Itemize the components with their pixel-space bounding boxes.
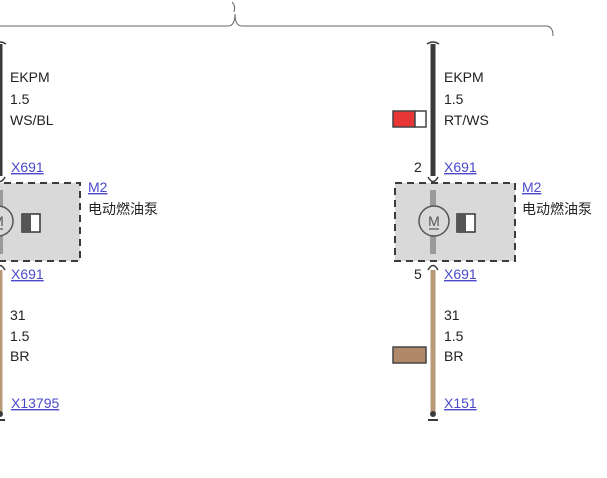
right-ground-link[interactable]: X151 <box>444 395 477 411</box>
left-wire-break-top <box>0 41 7 45</box>
right-wire-color-swatch <box>392 110 427 128</box>
right-bottom-wire-color: BR <box>444 348 463 364</box>
left-bottom-wire-color: BR <box>10 348 29 364</box>
left-ground-terminal-icon <box>0 411 5 421</box>
right-component-id-link[interactable]: M2 <box>522 179 542 195</box>
right-bottom-connector-link[interactable]: X691 <box>444 266 477 282</box>
left-bottom-connector-link[interactable]: X691 <box>11 266 44 282</box>
right-bottom-pin-number: 5 <box>414 266 422 282</box>
left-bottom-wire-gauge: 1.5 <box>10 328 30 344</box>
left-wire-name: EKPM <box>10 69 50 85</box>
right-bottom-wire-name: 31 <box>444 307 460 323</box>
top-bracket <box>0 13 554 37</box>
left-top-connector-link[interactable]: X691 <box>11 159 44 175</box>
right-wire-name: EKPM <box>444 69 484 85</box>
right-connector-block-icon <box>456 213 476 233</box>
right-bottom-wire-gauge: 1.5 <box>444 328 464 344</box>
right-top-connector-link[interactable]: X691 <box>444 159 477 175</box>
left-motor-symbol-icon <box>0 205 14 237</box>
right-top-connector-mark <box>427 176 439 183</box>
left-wire-gauge: 1.5 <box>10 91 30 107</box>
right-motor-letter-icon: M <box>428 213 440 229</box>
right-component-name: 电动燃油泵 <box>522 201 592 217</box>
right-circuit: EKPM 1.5 RT/WS 2 X691 M M2 电动燃油泵 5 X691 … <box>392 41 592 421</box>
left-connector-block-icon <box>21 213 41 233</box>
right-fuel-pump-box[interactable] <box>394 182 516 262</box>
left-component-name: 电动燃油泵 <box>88 201 158 217</box>
right-wire-gauge: 1.5 <box>444 91 464 107</box>
right-motor-symbol-icon <box>418 205 450 237</box>
right-ground-terminal-icon <box>428 411 438 421</box>
right-bottom-wire-color-swatch <box>392 346 427 364</box>
left-component-id-link[interactable]: M2 <box>88 179 108 195</box>
left-ground-link[interactable]: X13795 <box>11 395 59 411</box>
left-circuit: EKPM 1.5 WS/BL X691 M M2 电动燃油泵 X691 31 1… <box>0 41 158 421</box>
right-wire-break-top <box>426 41 440 45</box>
left-motor-letter-icon: M <box>0 213 4 229</box>
left-wire-color: WS/BL <box>10 112 54 128</box>
bracket-tick <box>231 1 236 13</box>
left-bottom-wire-name: 31 <box>10 307 26 323</box>
right-wire-color: RT/WS <box>444 112 489 128</box>
right-top-pin-number: 2 <box>414 159 422 175</box>
left-bottom-connector-mark <box>0 264 6 271</box>
left-top-connector-mark <box>0 176 6 183</box>
right-bottom-connector-mark <box>427 264 439 271</box>
